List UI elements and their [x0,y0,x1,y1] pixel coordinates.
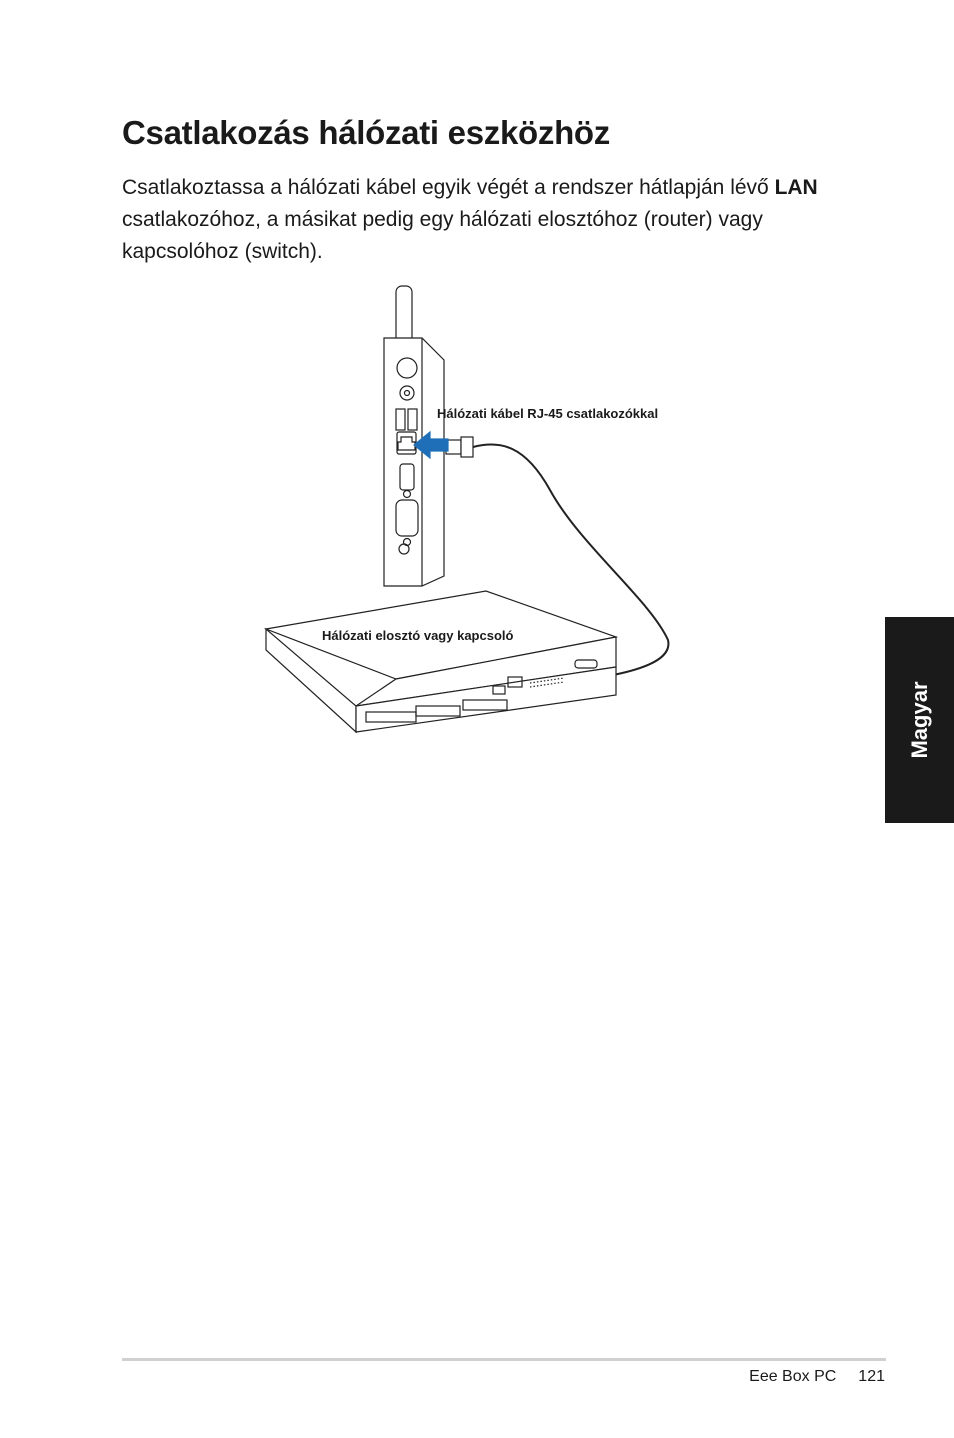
lan-keyword: LAN [774,176,818,199]
page-number: 121 [858,1368,885,1385]
language-label: Magyar [906,681,932,759]
footer-product-name: Eee Box PC [749,1368,837,1385]
paragraph-text-start: Csatlakoztassa a hálózati kábel egyik vé… [122,176,775,199]
network-connection-illustration [263,285,670,734]
eee-box-pc-rear-panel [383,337,445,587]
page-footer: Eee Box PC 121 [749,1368,885,1386]
cable-label: Hálózati kábel RJ-45 csatlakozókkal [437,406,659,421]
instruction-paragraph: Csatlakoztassa a hálózati kábel egyik vé… [122,172,842,268]
insert-arrow [413,430,449,460]
rj45-plug-pc-end [445,436,474,458]
footer-divider [122,1358,886,1361]
paragraph-text-end: csatlakozóhoz, a másikat pedig egy hálóz… [122,208,763,263]
page-title: Csatlakozás hálózati eszközhöz [122,114,610,151]
network-switch [263,590,619,734]
rj45-plug-switch-end [492,685,506,695]
switch-label: Hálózati elosztó vagy kapcsoló [322,628,514,643]
language-side-tab: Magyar [885,617,954,823]
